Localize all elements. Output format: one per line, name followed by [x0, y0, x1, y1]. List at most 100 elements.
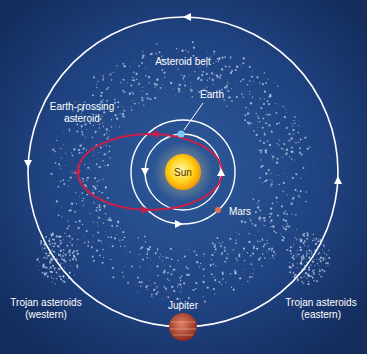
asteroid-dot [111, 79, 113, 81]
asteroid-dot [84, 123, 86, 125]
asteroid-dot [39, 262, 40, 263]
asteroid-dot [53, 251, 55, 253]
asteroid-dot [278, 139, 280, 141]
asteroid-dot [247, 113, 249, 115]
belt-label: Asteroid belt [123, 56, 243, 68]
asteroid-dot [48, 255, 49, 256]
asteroid-orbit [78, 134, 222, 210]
orbit-arrows [24, 13, 342, 228]
asteroid-dot [99, 255, 101, 257]
asteroid-dot [181, 275, 183, 277]
asteroid-dot [59, 243, 61, 245]
asteroid-dot [259, 98, 260, 99]
asteroid-dot [253, 269, 255, 271]
asteroid-dot [303, 242, 305, 244]
asteroid-dot [74, 211, 76, 213]
asteroid-dot [45, 236, 47, 238]
asteroid-dot [48, 255, 50, 257]
asteroid-dot [156, 44, 158, 46]
asteroid-dot [297, 204, 299, 206]
asteroid-dot [67, 245, 69, 247]
asteroid-dot [251, 123, 252, 124]
asteroid-dot [284, 149, 286, 151]
asteroid-dot [141, 97, 143, 99]
asteroid-dot [288, 133, 290, 135]
asteroid-dot [247, 109, 249, 111]
asteroid-dot [259, 241, 260, 242]
asteroid-dot [310, 250, 311, 251]
asteroid-dot [259, 177, 261, 179]
asteroid-dot [268, 169, 270, 171]
asteroid-dot [102, 79, 104, 81]
asteroid-dot [83, 205, 84, 206]
asteroid-dot [109, 217, 111, 219]
asteroid-dot [302, 242, 304, 244]
asteroid-dot [108, 236, 110, 238]
asteroid-dot [294, 276, 296, 278]
asteroid-dot [270, 208, 271, 209]
asteroid-dot [163, 271, 165, 273]
asteroid-dot [286, 149, 288, 151]
asteroid-dot [73, 255, 74, 256]
asteroid-dot [293, 272, 295, 274]
asteroid-dot [178, 49, 180, 51]
asteroid-dot [299, 197, 300, 198]
asteroid-dot [291, 158, 293, 160]
asteroid-dot [259, 82, 260, 83]
asteroid-dot [313, 259, 314, 260]
asteroid-dot [122, 63, 123, 64]
asteroid-dot [260, 152, 262, 154]
asteroid-dot [79, 145, 81, 147]
asteroid-dot [55, 283, 56, 284]
asteroid-dot [56, 271, 58, 273]
asteroid-dot [191, 96, 193, 98]
asteroid-dot [304, 275, 305, 276]
asteroid-dot [306, 191, 307, 192]
asteroid-dot [177, 286, 178, 287]
asteroid-dot [271, 219, 273, 221]
asteroid-dot [282, 226, 283, 227]
asteroid-dot [104, 112, 106, 114]
asteroid-dot [138, 65, 140, 67]
asteroid-dot [213, 288, 215, 290]
asteroid-dot [247, 281, 248, 282]
asteroid-dot [63, 252, 64, 253]
asteroid-dot [105, 187, 107, 189]
asteroid-dot [286, 249, 288, 251]
asteroid-dot [54, 151, 56, 153]
asteroid-dot [289, 271, 291, 273]
asteroid-dot [96, 87, 97, 88]
asteroid-dot [112, 276, 114, 278]
asteroid-dot [156, 79, 158, 81]
asteroid-dot [251, 223, 253, 225]
asteroid-dot [326, 254, 328, 256]
asteroid-dot [155, 252, 157, 254]
asteroid-dot [49, 261, 51, 263]
asteroid-dot [298, 125, 299, 126]
asteroid-dot [120, 246, 122, 248]
asteroid-dot [72, 252, 74, 254]
asteroid-dot [81, 131, 83, 133]
asteroid-dot [61, 157, 62, 158]
asteroid-dot [54, 267, 56, 269]
asteroid-dot [294, 116, 296, 118]
asteroid-dot [116, 65, 117, 66]
asteroid-dot [270, 173, 271, 174]
asteroid-dot [297, 267, 298, 268]
asteroid-dot [313, 234, 314, 235]
asteroid-dot [60, 240, 61, 241]
asteroid-dot [257, 230, 259, 232]
asteroid-dot [163, 265, 165, 267]
asteroid-dot [61, 241, 62, 242]
asteroid-dot [60, 250, 62, 252]
asteroid-dot [196, 261, 198, 263]
asteroid-dot [92, 136, 94, 138]
asteroid-dot [213, 83, 214, 84]
asteroid-dot [271, 250, 273, 252]
asteroid-dot [289, 266, 291, 268]
asteroid-dot [178, 88, 180, 90]
asteroid-dot [132, 77, 133, 78]
asteroid-dot [168, 257, 169, 258]
asteroid-dot [233, 249, 235, 251]
asteroid-dot [173, 290, 175, 292]
